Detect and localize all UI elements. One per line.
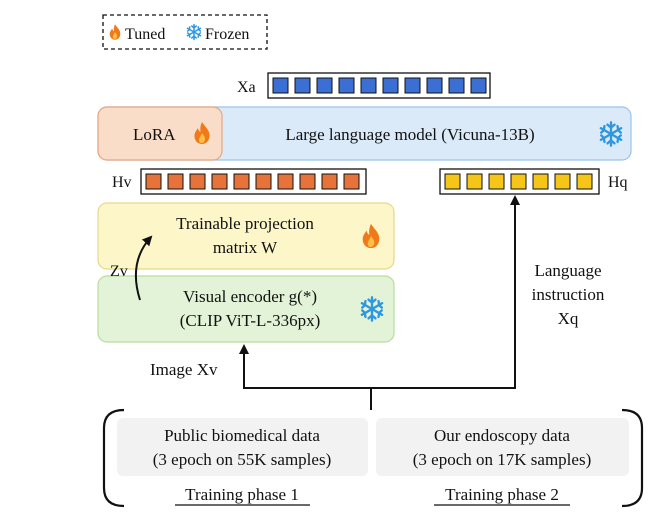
image-input-arrow bbox=[239, 344, 372, 410]
projection-label-line2: matrix W bbox=[213, 238, 278, 257]
public-data-box bbox=[117, 418, 368, 476]
hv-token bbox=[255, 173, 272, 190]
xa-token bbox=[470, 77, 487, 94]
xa-token-cells bbox=[272, 77, 487, 94]
hq-token bbox=[576, 173, 593, 190]
public-data-line1: Public biomedical data bbox=[164, 426, 320, 445]
xa-token bbox=[316, 77, 333, 94]
xa-token bbox=[404, 77, 421, 94]
lora-box bbox=[97, 106, 223, 161]
legend-tuned-label: Tuned bbox=[125, 26, 165, 43]
xa-label: Xa bbox=[237, 79, 256, 96]
xa-token bbox=[294, 77, 311, 94]
xa-token bbox=[448, 77, 465, 94]
encoder-label-line1: Visual encoder g(*) bbox=[183, 287, 317, 306]
hv-token bbox=[145, 173, 162, 190]
endoscopy-data-box bbox=[376, 418, 629, 476]
language-input-arrow bbox=[371, 195, 520, 389]
phase2-label: Training phase 2 bbox=[445, 485, 559, 504]
hv-token bbox=[167, 173, 184, 190]
hv-label: Hv bbox=[112, 174, 132, 191]
hq-token bbox=[510, 173, 527, 190]
legend-frozen-label: Frozen bbox=[205, 26, 249, 43]
hq-token bbox=[444, 173, 461, 190]
hv-token bbox=[189, 173, 206, 190]
left-bracket bbox=[102, 408, 125, 508]
public-data-line2: (3 epoch on 55K samples) bbox=[153, 450, 331, 469]
hq-token bbox=[488, 173, 505, 190]
right-bracket bbox=[621, 408, 644, 508]
endoscopy-data-line1: Our endoscopy data bbox=[434, 426, 570, 445]
zv-arrow bbox=[134, 235, 153, 301]
language-label-line2: instruction bbox=[532, 285, 605, 304]
phase1-label: Training phase 1 bbox=[185, 485, 299, 504]
lora-label: LoRA bbox=[133, 125, 176, 144]
hv-token bbox=[343, 173, 360, 190]
hv-token bbox=[211, 173, 228, 190]
language-label-line1: Language bbox=[534, 261, 601, 280]
hq-token bbox=[466, 173, 483, 190]
xa-token bbox=[426, 77, 443, 94]
language-label-line3: Xq bbox=[558, 309, 579, 328]
zv-label: Zv bbox=[110, 263, 128, 280]
hv-token bbox=[277, 173, 294, 190]
hq-token bbox=[554, 173, 571, 190]
hq-label: Hq bbox=[608, 174, 628, 191]
endoscopy-data-line2: (3 epoch on 17K samples) bbox=[413, 450, 591, 469]
hv-token bbox=[321, 173, 338, 190]
hv-token bbox=[233, 173, 250, 190]
image-input-label: Image Xv bbox=[150, 360, 218, 379]
xa-token bbox=[338, 77, 355, 94]
hv-token bbox=[299, 173, 316, 190]
xa-token bbox=[272, 77, 289, 94]
xa-token bbox=[360, 77, 377, 94]
llm-block: LoRA Large language model (Vicuna-13B) bbox=[97, 106, 632, 161]
legend: Tuned Frozen bbox=[102, 14, 268, 50]
hq-token-cells bbox=[444, 173, 593, 190]
hq-token bbox=[532, 173, 549, 190]
projection-label-line1: Trainable projection bbox=[176, 214, 314, 233]
encoder-block: Visual encoder g(*) (CLIP ViT-L-336px) bbox=[97, 275, 395, 343]
legend-box bbox=[102, 14, 268, 50]
encoder-box bbox=[97, 275, 395, 343]
hv-token-cells bbox=[145, 173, 360, 190]
encoder-label-line2: (CLIP ViT-L-336px) bbox=[180, 311, 320, 330]
xa-token bbox=[382, 77, 399, 94]
projection-block: Trainable projection matrix W bbox=[97, 202, 395, 270]
projection-box bbox=[97, 202, 395, 270]
llm-label: Large language model (Vicuna-13B) bbox=[285, 125, 534, 144]
